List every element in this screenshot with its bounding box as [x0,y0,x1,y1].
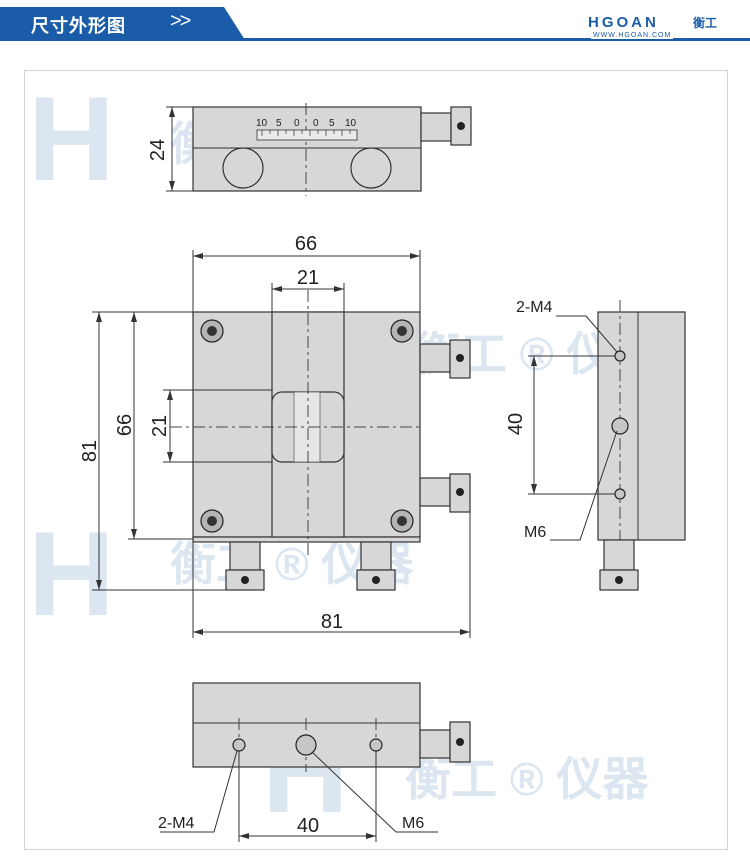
side-view-body [597,311,686,541]
micrometer-knob-icon [372,576,380,584]
side-hole-m6 [611,417,629,435]
scale-ticks [261,130,351,136]
side-hole-m6-label: M6 [524,524,546,541]
dim-40-side: 40 [505,413,527,435]
title-arrows: >> [170,10,191,32]
brand-logo: HGOAN [588,14,659,31]
bottom-hole-m6 [295,734,317,756]
side-view: 40 2-M4 M6 [505,299,686,591]
bottom-hole-m6-label: M6 [402,815,424,832]
micrometer-sleeve [603,539,635,571]
micrometer-sleeve [360,541,392,571]
scale-label: 5 [276,118,282,129]
leader-line [556,315,618,353]
dim-66-height: 66 [114,414,136,436]
scale-bar [256,129,358,141]
leader-line [550,430,618,541]
page-title: 尺寸外形图 [31,16,126,36]
front-view: 66 21 81 66 21 81 [79,233,471,638]
top-view-hole [222,147,264,189]
micrometer-knob-icon [456,354,464,362]
dim-66-width: 66 [295,233,317,255]
scale-label: 10 [345,118,357,129]
dim-81-width: 81 [321,611,343,633]
header-bar: 尺寸外形图 >> HGOAN 衡工 WWW.HGOAN.COM [0,0,750,46]
title-tab [0,7,245,40]
dim-24: 24 [147,139,169,161]
dim-21-height: 21 [149,415,171,437]
side-hole-m4 [614,488,626,500]
bottom-view: 40 2-M4 M6 [158,682,471,842]
micrometer-knob-icon [457,122,465,130]
scale-label: 0 [313,118,319,129]
top-view: 10 5 0 0 5 10 24 [147,103,472,196]
scale-label: 10 [256,118,268,129]
watermark-letter: H [28,72,115,206]
corner-screw-group [200,319,414,533]
dim-81-height: 81 [79,440,101,462]
dim-21-width: 21 [297,267,319,289]
bottom-hole-m4-label: 2-M4 [158,815,195,832]
front-view-base [192,536,421,543]
top-view-hole [350,147,392,189]
micrometer-knob-icon [615,576,623,584]
side-hole-m4-label: 2-M4 [516,299,553,316]
watermark-text: 衡工 ® 仪器 [405,753,649,805]
micrometer-knob-icon [456,488,464,496]
bottom-hole-m4 [369,738,383,752]
micrometer-sleeve [419,343,451,373]
micrometer-sleeve [419,729,451,759]
header-divider [0,38,750,41]
scale-label: 0 [294,118,300,129]
brand-logo-cn: 衡工 [693,16,718,30]
micrometer-knob-icon [241,576,249,584]
dim-40-bottom: 40 [297,815,319,837]
scale-label: 5 [329,118,335,129]
bottom-hole-m4 [232,738,246,752]
leader-line [160,750,238,833]
side-hole-m4 [614,350,626,362]
micrometer-knob-icon [456,738,464,746]
micrometer-sleeve [419,477,451,507]
brand-url: WWW.HGOAN.COM [591,32,674,39]
leader-line [311,751,438,833]
watermark-letter: H [28,507,115,641]
micrometer-sleeve [420,112,452,142]
micrometer-sleeve [229,541,261,571]
